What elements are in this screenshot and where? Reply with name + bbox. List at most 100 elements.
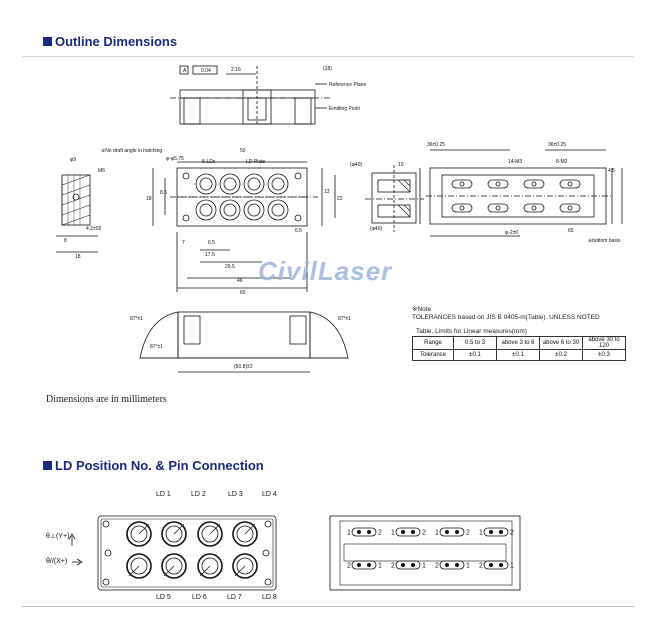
ld-outline	[267, 173, 289, 195]
bottom-view: 36±0.25 36±0.25 14-M3 8-M2 φ-2±0 65 ※bot…	[419, 142, 623, 244]
note-text: TOLERANCES based on JIS B 0405-m(Table).…	[412, 314, 600, 321]
svg-text:10: 10	[398, 162, 404, 168]
pin-dot	[444, 563, 449, 568]
ld-window	[201, 557, 219, 575]
ld-outline	[219, 173, 241, 195]
pin-dot	[488, 563, 493, 568]
bullet-square-icon	[43, 37, 52, 46]
pin-number: 2	[435, 563, 439, 570]
ld-window	[236, 525, 254, 543]
svg-text:36±0.25: 36±0.25	[548, 142, 566, 148]
pin-hole	[495, 181, 501, 187]
pin-number: 2	[510, 530, 514, 537]
ld-label-4: LD 4	[262, 491, 277, 498]
pin-pad	[523, 203, 545, 213]
svg-text:LD Plate: LD Plate	[246, 159, 265, 165]
ld-inner	[199, 177, 213, 191]
pin-hole	[567, 181, 573, 187]
ld-label-7: LD 7	[227, 594, 242, 601]
svg-text:7: 7	[182, 240, 185, 246]
table-cell: above 6 to 30	[539, 336, 583, 350]
pin-dot	[498, 563, 503, 568]
pin-pad	[487, 179, 509, 189]
ld-ring	[126, 521, 152, 547]
ld-ring	[126, 553, 152, 579]
svg-text:φ-φ5.75: φ-φ5.75	[166, 156, 184, 162]
ld-window	[130, 557, 148, 575]
table-cell: Range	[412, 336, 454, 350]
note-mark: ※Note	[412, 306, 432, 313]
svg-text:(18): (18)	[323, 66, 332, 72]
pin-pad	[483, 560, 509, 570]
pin-dot	[356, 563, 361, 568]
pin-pad	[559, 179, 581, 189]
ld-label-8: LD 8	[262, 594, 277, 601]
ld-label-3: LD 3	[228, 491, 243, 498]
svg-text:φ9: φ9	[70, 157, 76, 163]
ld-label-1: LD 1	[156, 491, 171, 498]
svg-text:46: 46	[237, 278, 243, 284]
ld-inner	[271, 203, 285, 217]
svg-text:17.5: 17.5	[205, 252, 215, 258]
pin-number: 2	[378, 530, 382, 537]
svg-text:8-M2: 8-M2	[556, 159, 568, 165]
ld-outline	[243, 199, 265, 221]
pin-dot	[444, 530, 449, 535]
ld-inner	[247, 177, 261, 191]
right-side-section: (φ40) 10 (φ40)	[350, 162, 424, 232]
pin-dot	[454, 563, 459, 568]
table-cell: above 30 to 120	[582, 336, 626, 350]
ld-inner	[223, 177, 237, 191]
ld-inner	[247, 203, 261, 217]
pin-dot	[410, 563, 415, 568]
svg-text:8: 8	[64, 238, 67, 244]
svg-text:65: 65	[568, 228, 574, 234]
header-rule	[22, 56, 634, 57]
bottom-side-view: 87°±1 87°±1 87°±1 (50.8)±2	[130, 311, 351, 373]
pin-dot	[498, 530, 503, 535]
pin-dot	[400, 563, 405, 568]
svg-text:87°±1: 87°±1	[338, 316, 351, 322]
pin-pad	[395, 527, 421, 537]
left-side-view: φ9 ※No draft angle in hatching M6 4.2±02…	[56, 148, 162, 260]
ld-inner	[223, 203, 237, 217]
svg-text:(50.8)±2: (50.8)±2	[234, 364, 253, 370]
section-title-outline: Outline Dimensions	[43, 34, 177, 49]
pin-pad	[439, 560, 465, 570]
tolerance-note: ※Note TOLERANCES based on JIS B 0405-m(T…	[412, 306, 600, 322]
axis-perp-label: θ⊥(Y+)	[46, 533, 70, 540]
pin-number: 2	[466, 530, 470, 537]
pin-pad	[351, 527, 377, 537]
pin-hole	[531, 205, 537, 211]
svg-text:※No draft angle in hatching: ※No draft angle in hatching	[101, 148, 162, 154]
ld-label-6: LD 6	[192, 594, 207, 601]
ld-label-2: LD 2	[191, 491, 206, 498]
dimensions-note: Dimensions are in millimeters	[46, 394, 167, 405]
ld-window	[165, 557, 183, 575]
pin-pad	[351, 560, 377, 570]
table-cell: ±0.1	[496, 349, 540, 361]
pin-pad	[451, 203, 473, 213]
table-cell: ±0.3	[582, 349, 626, 361]
svg-text:Emitting Point: Emitting Point	[329, 106, 360, 112]
svg-text:6.5: 6.5	[295, 228, 302, 234]
pin-dot	[356, 530, 361, 535]
pin-pad	[395, 560, 421, 570]
ld-ring	[232, 521, 258, 547]
ld-inner	[199, 203, 213, 217]
pin-number: 2	[347, 563, 351, 570]
table-row: Range 0.5 to 3 above 3 to 6 above 6 to 3…	[412, 336, 626, 350]
ld-ring	[161, 521, 187, 547]
svg-text:Reference Plane: Reference Plane	[329, 82, 366, 88]
pin-pad	[451, 179, 473, 189]
table-row: Tolerance ±0.1 ±0.1 ±0.2 ±0.3	[412, 349, 626, 361]
ld-leader	[199, 565, 211, 577]
pin-number: 2	[422, 530, 426, 537]
pin-hole	[459, 205, 465, 211]
svg-text:φ-2±0: φ-2±0	[505, 230, 518, 236]
pin-hole	[459, 181, 465, 187]
table-cell: 0.5 to 3	[453, 336, 497, 350]
pin-hole	[495, 205, 501, 211]
ld-leader	[138, 523, 150, 535]
pin-dot	[410, 530, 415, 535]
